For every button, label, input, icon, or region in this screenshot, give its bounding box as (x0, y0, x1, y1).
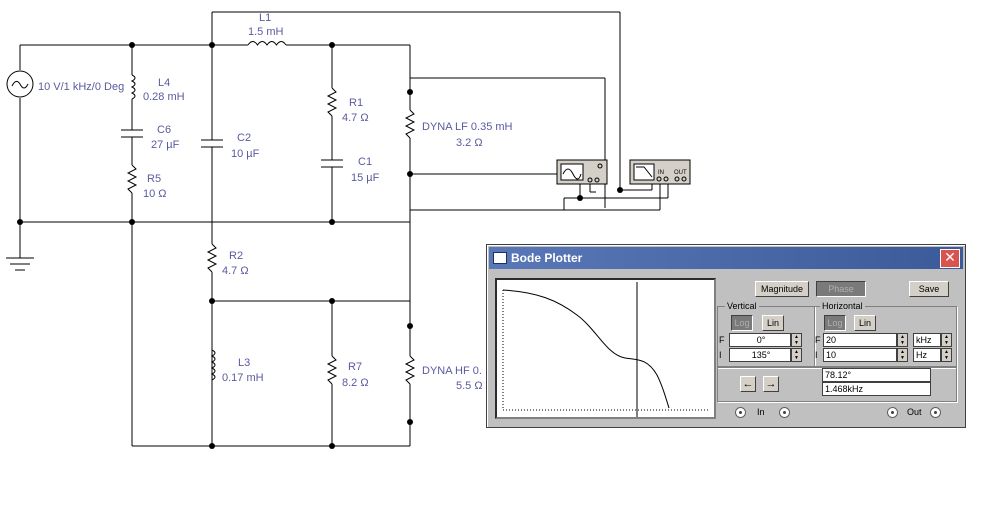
horizontal-group (814, 306, 957, 368)
horizontal-f-label: F (815, 335, 821, 345)
dyna-hf-name: DYNA HF 0. (422, 365, 482, 377)
in-label: In (757, 407, 765, 417)
close-button[interactable]: ✕ (940, 249, 960, 268)
vertical-lin-button[interactable]: Lin (762, 315, 784, 331)
vertical-f-label: F (719, 335, 725, 345)
vertical-log-button[interactable]: Log (731, 315, 753, 331)
readout-phase-field: 78.12° (822, 368, 931, 382)
horizontal-final-unit[interactable]: kHz (913, 333, 941, 347)
r7-name: R7 (348, 361, 362, 373)
readout-group (717, 366, 957, 402)
vertical-initial-field[interactable]: 135° (729, 348, 791, 362)
out-positive-terminal[interactable] (930, 407, 941, 418)
magnitude-button[interactable]: Magnitude (755, 281, 809, 297)
r2-name: R2 (229, 250, 243, 262)
phase-button[interactable]: Phase (816, 281, 866, 297)
phase-curve (502, 282, 709, 417)
vertical-final-field[interactable]: 0° (729, 333, 791, 347)
c2-name: C2 (237, 132, 251, 144)
r2-value: 4.7 Ω (222, 265, 249, 277)
l3-value: 0.17 mH (222, 372, 264, 384)
l4-value: 0.28 mH (143, 91, 185, 103)
horizontal-initial-unit-spinner[interactable]: ▲▼ (941, 348, 952, 362)
horizontal-label: Horizontal (820, 301, 865, 311)
vertical-initial-spinner[interactable]: ▲▼ (791, 348, 802, 362)
save-button[interactable]: Save (909, 281, 949, 297)
out-negative-terminal[interactable] (887, 407, 898, 418)
dyna-hf-value: 5.5 Ω (456, 380, 483, 392)
window-icon (493, 252, 507, 264)
oscilloscope-instrument[interactable] (556, 159, 608, 185)
c1-value: 15 µF (351, 172, 380, 184)
vertical-i-label: I (719, 350, 722, 360)
c1-name: C1 (358, 156, 372, 168)
dyna-lf-value: 3.2 Ω (456, 137, 483, 149)
horizontal-final-unit-spinner[interactable]: ▲▼ (941, 333, 952, 347)
in-positive-terminal[interactable] (779, 407, 790, 418)
bode-plot-display (495, 278, 716, 419)
r5-value: 10 Ω (143, 188, 167, 200)
l4-name: L4 (158, 77, 170, 89)
source-label: 10 V/1 kHz/0 Deg (38, 81, 124, 93)
window-title: Bode Plotter (511, 251, 583, 265)
bode-plotter-window[interactable]: Bode Plotter ✕ Magnitude Phase Save Vert… (486, 244, 966, 428)
horizontal-initial-unit[interactable]: Hz (913, 348, 941, 362)
out-label: Out (907, 407, 922, 417)
bode-plotter-instrument[interactable]: IN OUT (629, 159, 691, 185)
bode-out-label: OUT (674, 170, 687, 176)
readout-frequency-field: 1.468kHz (822, 382, 931, 396)
title-bar[interactable]: Bode Plotter ✕ (489, 247, 963, 269)
vertical-label: Vertical (725, 301, 759, 311)
vertical-final-spinner[interactable]: ▲▼ (791, 333, 802, 347)
horizontal-log-button[interactable]: Log (824, 315, 846, 331)
l3-name: L3 (238, 357, 250, 369)
l1-value: 1.5 mH (248, 26, 284, 38)
horizontal-final-field[interactable]: 20 (823, 333, 897, 347)
c2-value: 10 µF (231, 148, 260, 160)
l1-name: L1 (259, 12, 271, 24)
r7-value: 8.2 Ω (342, 377, 369, 389)
horizontal-initial-field[interactable]: 10 (823, 348, 897, 362)
r5-name: R5 (147, 173, 161, 185)
r1-name: R1 (349, 97, 363, 109)
horizontal-final-spinner[interactable]: ▲▼ (897, 333, 908, 347)
cursor-right-button[interactable]: → (763, 376, 779, 392)
horizontal-initial-spinner[interactable]: ▲▼ (897, 348, 908, 362)
bode-in-label: IN (658, 170, 664, 176)
horizontal-lin-button[interactable]: Lin (854, 315, 876, 331)
horizontal-i-label: I (815, 350, 818, 360)
in-negative-terminal[interactable] (735, 407, 746, 418)
r1-value: 4.7 Ω (342, 112, 369, 124)
c6-name: C6 (157, 124, 171, 136)
cursor-left-button[interactable]: ← (740, 376, 756, 392)
c6-value: 27 µF (151, 139, 180, 151)
dyna-lf-name: DYNA LF 0.35 mH (422, 121, 513, 133)
